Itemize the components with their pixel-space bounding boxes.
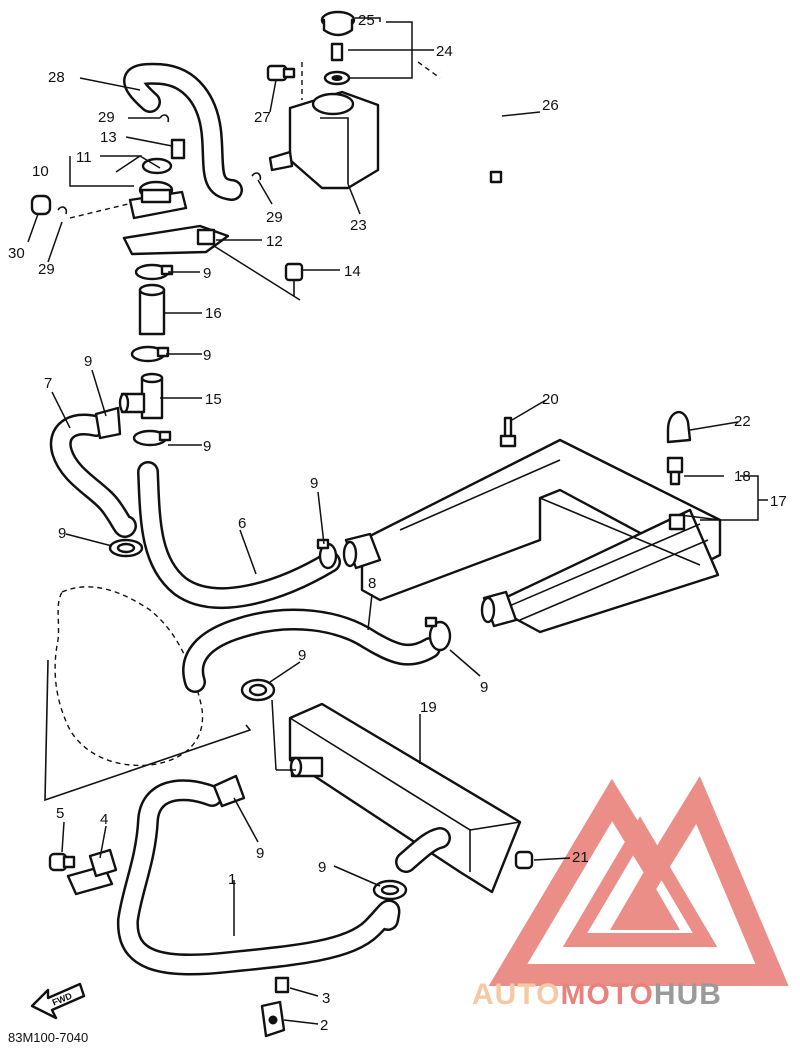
sub-radiator (288, 702, 522, 894)
hose-28 (123, 62, 243, 201)
callout-24: 24 (436, 43, 453, 60)
callout-30: 30 (8, 245, 25, 262)
callout-9-e: 9 (310, 475, 318, 492)
bolt-20 (499, 416, 517, 448)
hose-16 (138, 283, 166, 336)
watermark-moto: MOTO (560, 978, 653, 1011)
callout-9-c: 9 (203, 347, 211, 364)
callout-17: 17 (770, 493, 787, 510)
callout-28: 28 (48, 69, 65, 86)
callout-11: 11 (76, 149, 92, 166)
bracket-4 (66, 848, 118, 896)
callout-15: 15 (205, 391, 222, 408)
callout-6: 6 (238, 515, 246, 532)
callout-12: 12 (266, 233, 283, 250)
callout-21: 21 (572, 849, 589, 866)
watermark-auto: AUTO (472, 978, 560, 1011)
forward-arrow-icon (30, 982, 86, 1020)
callout-9-i: 9 (256, 845, 264, 862)
callout-20: 20 (542, 391, 559, 408)
hose-7 (49, 413, 137, 538)
overflow-hose (438, 69, 503, 184)
watermark-text: AUTOMOTOHUB (472, 978, 722, 1011)
callout-18: 18 (734, 468, 751, 485)
radiator (342, 438, 722, 634)
callout-9-h: 9 (480, 679, 488, 696)
callout-16: 16 (205, 305, 222, 322)
bolt-3 (274, 976, 290, 994)
clamp-9 (212, 774, 408, 901)
cap-22 (666, 411, 692, 444)
callouts: 25 24 28 27 29 13 11 10 26 29 23 12 30 2… (8, 12, 787, 1034)
diagram-code: 83M100-7040 (8, 1030, 88, 1045)
clamp-2 (260, 1000, 286, 1038)
tank-bolt (266, 64, 296, 82)
callout-27: 27 (254, 109, 271, 126)
callout-19: 19 (420, 699, 437, 716)
callout-23: 23 (350, 217, 367, 234)
clamp-9 (316, 538, 338, 570)
callout-5: 5 (56, 805, 64, 822)
callout-9-a: 9 (203, 265, 211, 282)
watermark-hub: HUB (654, 978, 722, 1011)
hose-1 (116, 779, 401, 976)
bolt-14 (284, 262, 304, 296)
clamp-9 (94, 406, 144, 558)
joint-15 (118, 372, 164, 420)
tank-cap (320, 10, 356, 86)
bolt-5 (48, 852, 76, 872)
callout-2: 2 (320, 1017, 328, 1034)
callout-13: 13 (100, 129, 117, 146)
hose-cap-30 (30, 194, 52, 216)
drain-plug-18 (666, 456, 684, 486)
callout-25: 25 (358, 12, 375, 29)
expansion-tank (268, 90, 380, 190)
callout-29-mid: 29 (266, 209, 283, 226)
callout-9-b: 9 (84, 353, 92, 370)
callout-22: 22 (734, 413, 751, 430)
callout-29-left: 29 (38, 261, 55, 278)
hose-short (395, 827, 451, 873)
engine-outline (44, 586, 252, 802)
callout-9-g: 9 (298, 647, 306, 664)
thermostat-housing (122, 138, 230, 256)
callout-8: 8 (368, 575, 376, 592)
callout-26: 26 (542, 97, 559, 114)
callout-14: 14 (344, 263, 361, 280)
watermark-logo (488, 776, 789, 986)
clamp-9 (130, 263, 174, 447)
callout-7: 7 (44, 375, 52, 392)
callout-29-top: 29 (98, 109, 115, 126)
callout-9-d: 9 (203, 438, 211, 455)
callout-1: 1 (228, 871, 236, 888)
callout-3: 3 (322, 990, 330, 1007)
bolt-21 (514, 850, 534, 870)
callout-4: 4 (100, 811, 108, 828)
hose-8 (182, 608, 441, 693)
callout-9-f: 9 (58, 525, 66, 542)
clamp-9 (240, 616, 452, 702)
callout-9-j: 9 (318, 859, 326, 876)
callout-10: 10 (32, 163, 49, 180)
hose-6 (137, 461, 341, 609)
leader-lines (27, 17, 768, 1025)
clip-29 (57, 114, 262, 215)
